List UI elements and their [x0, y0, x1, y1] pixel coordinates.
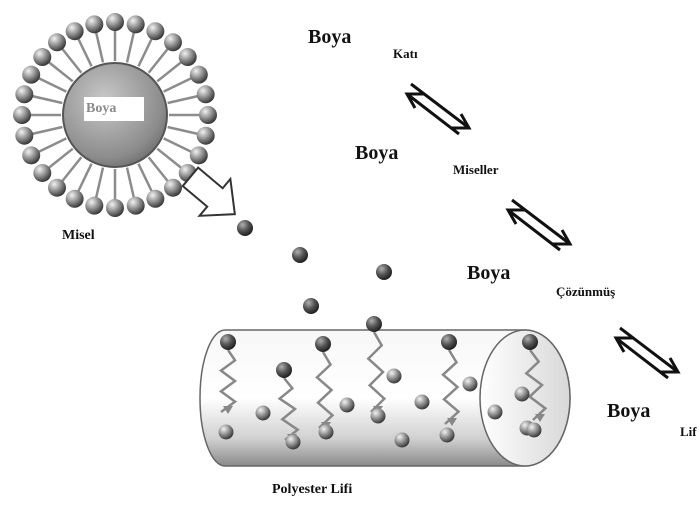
surfactant-tail	[127, 31, 134, 62]
surfactant-tail	[164, 78, 193, 92]
surfactant-head	[127, 15, 145, 33]
surfactant-head	[22, 146, 40, 164]
surfactant-tail	[168, 127, 199, 134]
surfactant-tail	[48, 61, 73, 81]
dye-particle	[371, 409, 386, 424]
surfactant-head	[106, 13, 124, 31]
surfactant-tail	[96, 31, 103, 62]
surfactant-head	[190, 146, 208, 164]
surfactant-tail	[138, 164, 152, 193]
surfactant-tail	[38, 138, 67, 152]
surfactant-tail	[31, 96, 62, 103]
equilibrium-arrows-icon	[616, 328, 678, 378]
surfactant-head	[33, 164, 51, 182]
surfactant-head	[146, 190, 164, 208]
surfactant-tail	[78, 38, 92, 67]
dye-label-fiber: Boya	[607, 400, 650, 423]
surfactant-tail	[31, 127, 62, 134]
dye-particle	[319, 425, 334, 440]
surfactant-head	[85, 197, 103, 215]
dye-particle	[522, 334, 538, 350]
surfactant-head	[179, 48, 197, 66]
micelle-core-label: Boya	[84, 97, 144, 121]
surfactant-head	[85, 15, 103, 33]
dye-sub-fiber: Lif	[680, 424, 697, 440]
surfactant-head	[66, 22, 84, 40]
equilibrium-arrows-icon	[407, 84, 469, 134]
dye-particle	[440, 428, 455, 443]
dye-label-dissolved: Boya	[467, 262, 510, 285]
surfactant-tail	[157, 61, 182, 81]
dye-particle	[527, 423, 542, 438]
surfactant-tail	[157, 149, 182, 169]
surfactant-tail	[138, 38, 152, 67]
dye-particle	[303, 298, 319, 314]
dye-particle	[256, 406, 271, 421]
surfactant-tail	[61, 48, 81, 73]
dye-sub-dissolved: Çözünmüş	[556, 284, 615, 300]
dye-particle	[488, 405, 503, 420]
dye-particle	[276, 362, 292, 378]
surfactant-tail	[61, 157, 81, 182]
surfactant-head	[33, 48, 51, 66]
surfactant-tail	[149, 157, 169, 182]
surfactant-tail	[96, 168, 103, 199]
dye-particle	[463, 377, 478, 392]
surfactant-head	[164, 33, 182, 51]
dye-particle	[376, 264, 392, 280]
dye-particle	[219, 425, 234, 440]
dye-particle	[315, 336, 331, 352]
surfactant-head	[48, 33, 66, 51]
surfactant-tail	[164, 138, 193, 152]
free-dye-particles	[237, 220, 392, 314]
dye-particle	[237, 220, 253, 236]
surfactant-tail	[78, 164, 92, 193]
dye-sub-solid: Katı	[393, 46, 418, 62]
equilibrium-arrows-icon	[508, 200, 570, 250]
dye-particle	[220, 334, 236, 350]
surfactant-head	[22, 66, 40, 84]
surfactant-head	[164, 179, 182, 197]
dye-particle	[515, 387, 530, 402]
dye-particle	[286, 435, 301, 450]
surfactant-tail	[168, 96, 199, 103]
dye-label-solid: Boya	[308, 26, 351, 49]
surfactant-head	[197, 85, 215, 103]
dye-particle	[387, 369, 402, 384]
surfactant-head	[190, 66, 208, 84]
surfactant-head	[197, 127, 215, 145]
surfactant-head	[48, 179, 66, 197]
micelle-caption: Misel	[62, 228, 95, 244]
surfactant-head	[106, 199, 124, 217]
surfactant-head	[13, 106, 31, 124]
dye-sub-micellar: Miseller	[453, 162, 498, 178]
dye-label-micellar: Boya	[355, 142, 398, 165]
surfactant-tail	[38, 78, 67, 92]
dye-particle	[395, 433, 410, 448]
surfactant-head	[127, 197, 145, 215]
dye-particle	[340, 398, 355, 413]
dye-particle	[366, 316, 382, 332]
dye-particle	[292, 247, 308, 263]
surfactant-head	[15, 127, 33, 145]
surfactant-tail	[149, 48, 169, 73]
surfactant-head	[15, 85, 33, 103]
dye-particle	[415, 395, 430, 410]
surfactant-tail	[48, 149, 73, 169]
surfactant-head	[146, 22, 164, 40]
dye-particle	[441, 334, 457, 350]
surfactant-head	[66, 190, 84, 208]
fiber-caption: Polyester Lifi	[272, 482, 352, 498]
surfactant-head	[199, 106, 217, 124]
surfactant-tail	[127, 168, 134, 199]
